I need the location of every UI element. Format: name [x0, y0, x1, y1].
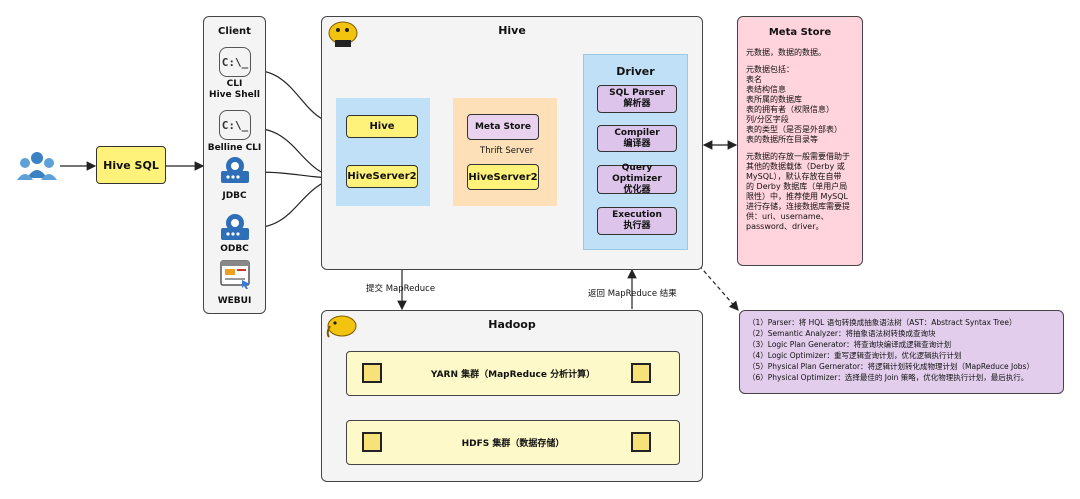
- odbc-gear-icon: [220, 212, 250, 242]
- hadoop-title: Hadoop: [488, 318, 536, 331]
- submit-mapreduce-label: 提交 MapReduce: [366, 284, 436, 294]
- metastore-definition: 元数据，数据的数据。: [746, 48, 826, 57]
- hdfs-cluster-row: HDFS 集群（数据存储）: [346, 420, 680, 465]
- yarn-cluster-row: YARN 集群（MapReduce 分析计算）: [346, 351, 680, 396]
- edge-driver-notes: [689, 254, 739, 311]
- client-jdbc-label: JDBC: [222, 191, 247, 201]
- hiveserver2-thrift-box: HiveServer2: [467, 164, 539, 190]
- hive-sql-box: Hive SQL: [96, 146, 166, 184]
- terminal-icon: C:\_: [219, 47, 251, 77]
- terminal-icon: C:\_: [219, 110, 251, 140]
- server-icon: [362, 432, 382, 452]
- client-beeline-label: Belline CLI: [207, 143, 262, 153]
- metastore-storage-note: 元数据的存放一般需要借助于其他的数据载体（Derby 或 MySQL），默认存放…: [746, 152, 850, 231]
- users-icon: [16, 148, 58, 184]
- metastore-title: Meta Store: [768, 27, 832, 38]
- server-icon: [362, 363, 382, 383]
- hadoop-elephant-icon: [325, 313, 359, 339]
- client-odbc-label: ODBC: [220, 244, 249, 254]
- compiler-steps-note: （1）Parser：将 HQL 语句转换成抽象语法树（AST：Abstract …: [739, 310, 1064, 394]
- return-mapreduce-label: 返回 MapReduce 结果: [588, 289, 677, 299]
- server-icon: [631, 363, 651, 383]
- driver-title: Driver: [616, 65, 655, 78]
- webui-icon: [220, 260, 252, 290]
- hive-title: Hive: [498, 24, 526, 37]
- thrift-server-label: Thrift Server: [480, 146, 534, 156]
- yarn-cluster-label: YARN 集群（MapReduce 分析计算）: [430, 370, 596, 380]
- client-title: Client: [218, 26, 251, 37]
- client-webui-label: WEBUI: [217, 296, 252, 306]
- metastore-panel: Meta Store 元数据，数据的数据。 元数据包括：表名 表结构信息表所属的…: [737, 16, 863, 266]
- server-icon: [631, 432, 651, 452]
- hive-box: Hive: [346, 115, 418, 138]
- metastore-contents: 元数据包括：表名 表结构信息表所属的数据库 表的拥有者（权限信息）列/分区字段 …: [746, 65, 842, 144]
- jdbc-gear-icon: [220, 155, 250, 185]
- hdfs-cluster-label: HDFS 集群（数据存储）: [461, 439, 565, 449]
- meta-store-box: Meta Store: [467, 114, 539, 140]
- hiveserver2-box: HiveServer2: [346, 165, 418, 188]
- hive-bee-icon: [326, 19, 360, 49]
